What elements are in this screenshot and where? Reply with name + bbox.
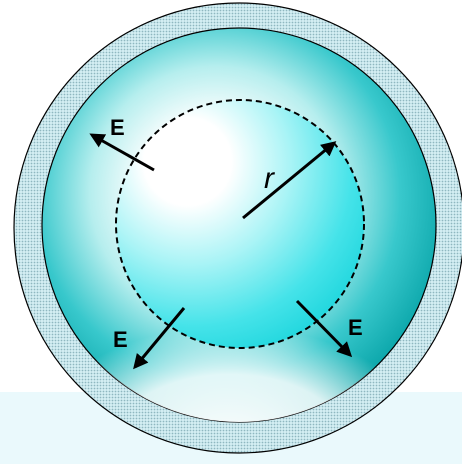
radius-arrow (242, 141, 337, 220)
field-label-lower-left: E (113, 327, 128, 352)
gaussian-sphere (115, 99, 365, 349)
radius-label: r (264, 162, 275, 195)
field-arrow-lower-right (295, 299, 353, 358)
field-arrow-upper-left (89, 133, 155, 172)
field-label-lower-right: E (348, 315, 363, 340)
field-label-upper-left: E (110, 115, 125, 140)
field-arrow-lower-left (133, 307, 186, 370)
